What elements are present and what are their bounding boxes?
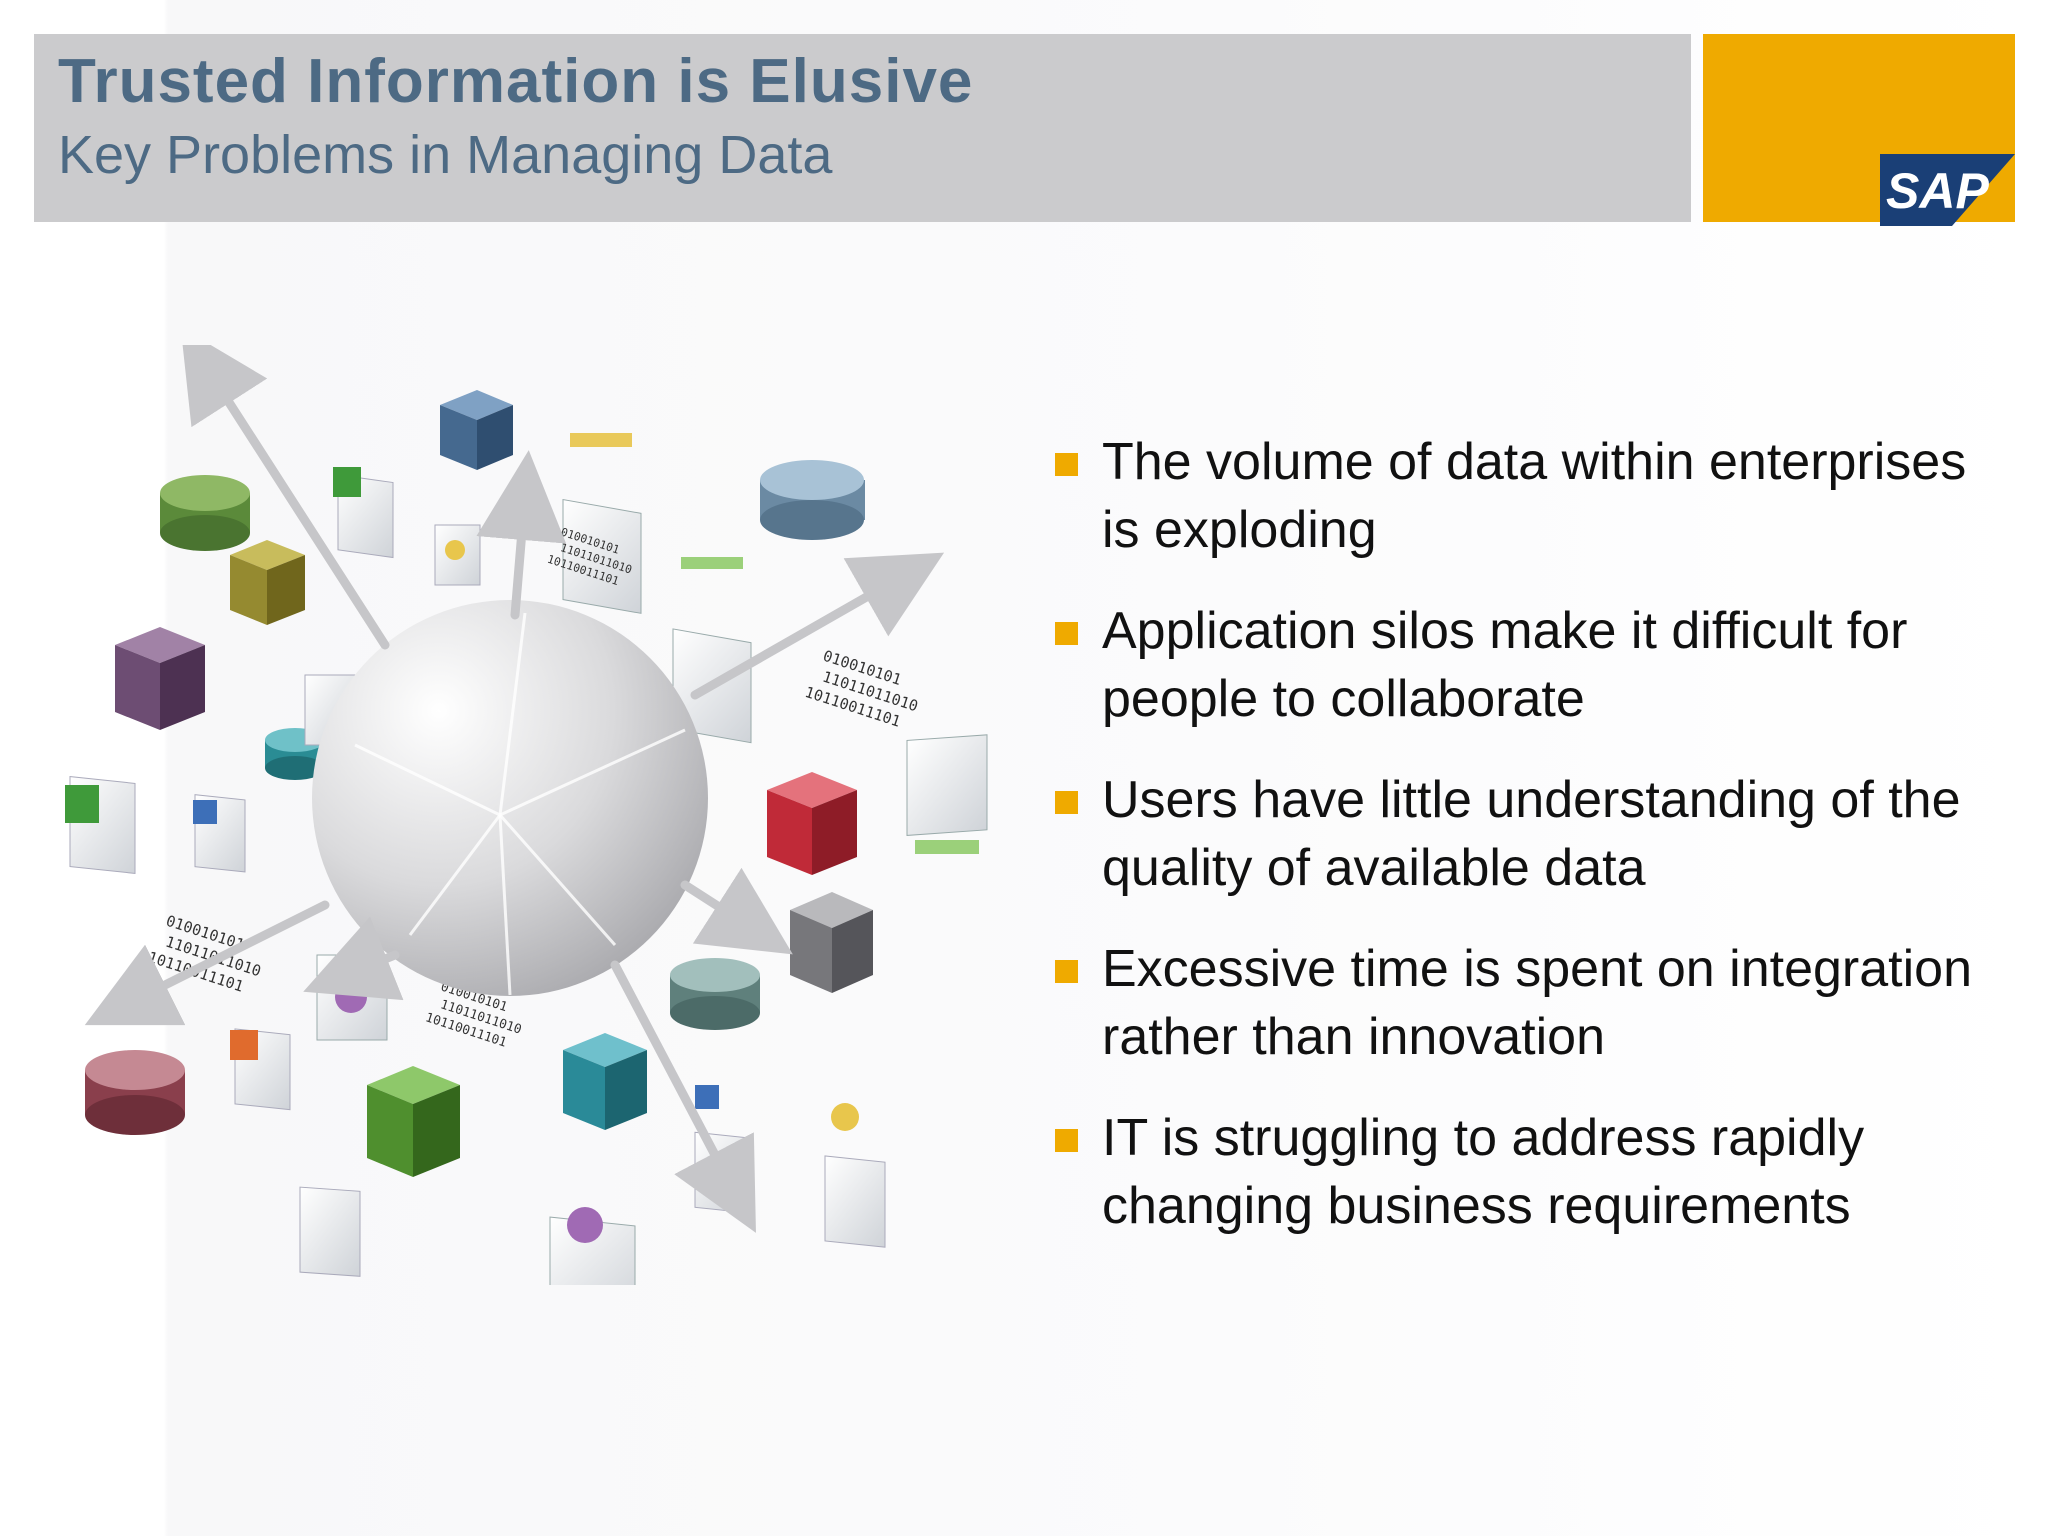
list-item: Application silos make it difficult for … — [1052, 597, 2002, 733]
document-icon — [299, 1186, 361, 1277]
bullet-square-icon — [1055, 622, 1078, 645]
word-doc-icon — [694, 1085, 751, 1214]
binary-text: 010010101 11011011010 10110011101 — [803, 647, 921, 731]
excel-doc-icon — [65, 776, 136, 874]
cube-purple — [115, 627, 205, 730]
radiating-arrows — [84, 345, 945, 1233]
list-item: Users have little understanding of the q… — [1052, 766, 2002, 902]
cylinder-slate — [760, 460, 865, 540]
problem-list: The volume of data within enterprises is… — [1052, 428, 2002, 1273]
web-window-icon — [906, 734, 988, 854]
sap-logo-text: SAP — [1886, 163, 1989, 219]
media-window-icon — [549, 1207, 636, 1285]
sap-logo: SAP — [1880, 154, 2015, 226]
cube-blue — [440, 390, 513, 470]
slide-title: Trusted Information is Elusive — [58, 47, 974, 116]
bullet-square-icon — [1055, 960, 1078, 983]
cylinder-gray-teal — [670, 958, 760, 1030]
central-sphere — [312, 600, 708, 996]
list-item: IT is struggling to address rapidly chan… — [1052, 1104, 2002, 1240]
cube-gray — [790, 892, 873, 993]
cube-green — [367, 1066, 460, 1177]
list-item: Excessive time is spent on integration r… — [1052, 935, 2002, 1071]
bullet-text: Users have little understanding of the q… — [1102, 771, 1961, 897]
bullet-square-icon — [1055, 1129, 1078, 1152]
bullet-square-icon — [1055, 453, 1078, 476]
bullet-text: IT is struggling to address rapidly chan… — [1102, 1109, 1865, 1235]
data-illustration: 010010101 11011011010 10110011101 010010… — [65, 345, 988, 1285]
word-doc-icon — [193, 794, 246, 873]
document-icon — [434, 524, 481, 586]
web-window-icon — [562, 433, 642, 614]
excel-doc-icon — [333, 467, 394, 559]
bullet-text: Excessive time is spent on integration r… — [1102, 940, 1972, 1066]
bullet-text: Application silos make it difficult for … — [1102, 602, 1908, 728]
cube-olive — [230, 540, 305, 625]
bullet-square-icon — [1055, 791, 1078, 814]
cube-teal — [563, 1033, 647, 1130]
chart-doc-icon — [824, 1103, 886, 1248]
cylinder-maroon — [85, 1050, 185, 1135]
title-bar — [34, 34, 1691, 222]
cylinder-green — [160, 475, 250, 551]
slide-subtitle: Key Problems in Managing Data — [58, 125, 833, 185]
cube-red — [767, 772, 857, 875]
powerpoint-doc-icon — [230, 1028, 291, 1111]
list-item: The volume of data within enterprises is… — [1052, 428, 2002, 564]
bullet-text: The volume of data within enterprises is… — [1102, 433, 1967, 559]
sphere-facets — [354, 612, 686, 996]
